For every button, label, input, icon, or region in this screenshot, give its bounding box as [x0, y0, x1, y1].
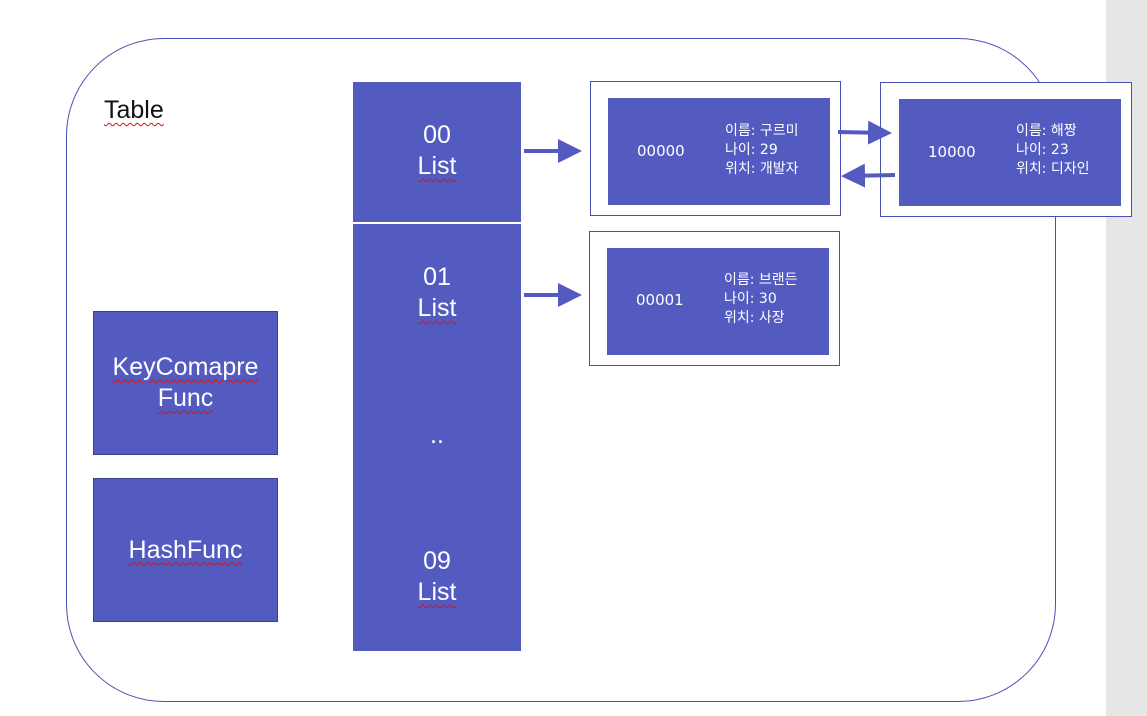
table-label: Table — [104, 96, 164, 124]
node-key: 10000 — [928, 143, 976, 161]
slot-divider — [353, 222, 521, 224]
slot-09-type: List — [417, 578, 457, 606]
slot-00-index: 00 — [423, 121, 451, 149]
table-frame — [66, 38, 1056, 702]
slot-00: 00 List — [353, 120, 521, 182]
node-position: 위치: 개발자 — [725, 161, 799, 177]
arrow-node10000-to-node00000 — [841, 163, 896, 188]
slot-09: 09 List — [353, 546, 521, 608]
slot-01: 01 List — [353, 262, 521, 324]
node-key: 00001 — [636, 291, 684, 309]
hash-func-box: HashFunc — [93, 478, 278, 622]
list-node-10000: 10000 이름: 해짱 나이: 23 위치: 디자인 — [899, 99, 1121, 206]
slot-ellipsis: .. — [430, 421, 444, 449]
node-position: 위치: 디자인 — [1016, 161, 1090, 177]
hash-func-label: HashFunc — [128, 535, 243, 564]
bucket-array: 00 List 01 List .. 09 List — [353, 82, 521, 651]
node-name: 이름: 해짱 — [1016, 123, 1077, 139]
slot-01-index: 01 — [423, 263, 451, 291]
slot-00-type: List — [417, 152, 457, 180]
node-name: 이름: 브랜든 — [724, 272, 798, 288]
node-info: 이름: 구르미 나이: 29 위치: 개발자 — [725, 122, 799, 179]
slot-09-index: 09 — [423, 547, 451, 575]
node-info: 이름: 브랜든 나이: 30 위치: 사장 — [724, 271, 798, 328]
arrow-node00000-to-node10000 — [837, 120, 892, 145]
node-info: 이름: 해짱 나이: 23 위치: 디자인 — [1016, 122, 1090, 179]
node-age: 나이: 29 — [725, 142, 778, 158]
key-compare-func-box: KeyComapre Func — [93, 311, 278, 455]
node-position: 위치: 사장 — [724, 310, 785, 326]
list-node-00000: 00000 이름: 구르미 나이: 29 위치: 개발자 — [608, 98, 830, 205]
node-name: 이름: 구르미 — [725, 123, 799, 139]
node-age: 나이: 23 — [1016, 142, 1069, 158]
key-compare-line-2: Func — [157, 384, 214, 412]
key-compare-line-1: KeyComapre — [112, 353, 259, 381]
slot-01-type: List — [417, 294, 457, 322]
list-node-00001: 00001 이름: 브랜든 나이: 30 위치: 사장 — [607, 248, 829, 355]
node-age: 나이: 30 — [724, 291, 777, 307]
node-key: 00000 — [637, 142, 685, 160]
